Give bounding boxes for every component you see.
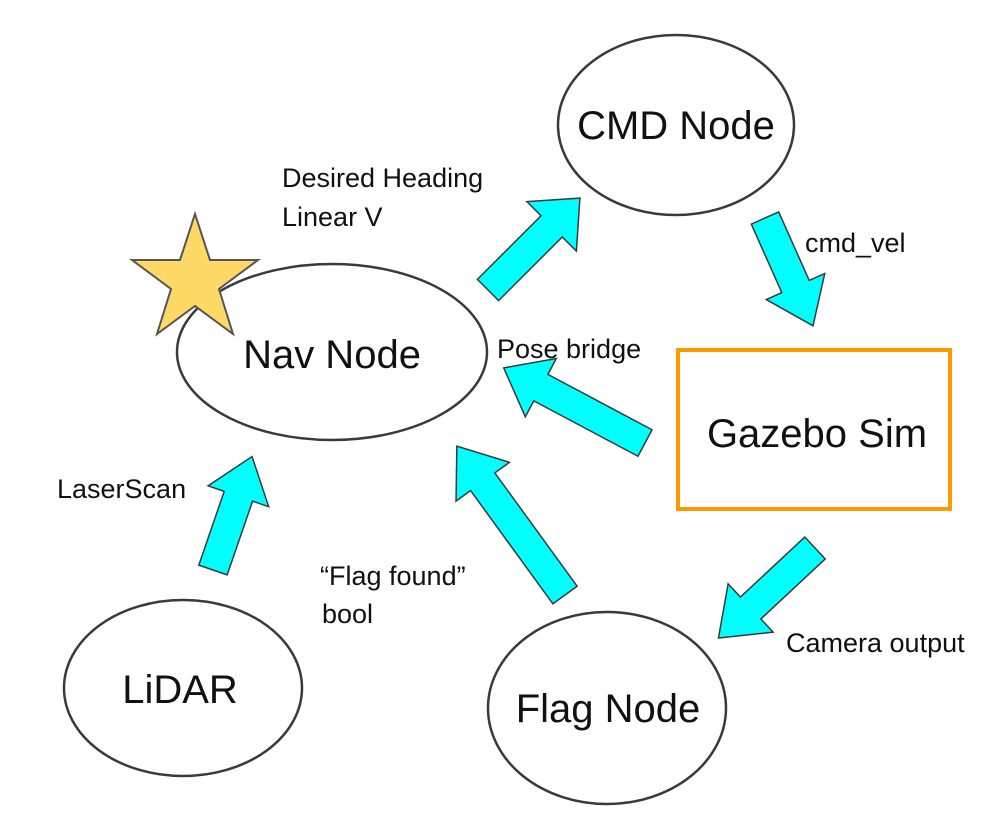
- lidar-node-label: LiDAR: [122, 668, 238, 712]
- edge-label-desired-heading: Desired Heading: [282, 163, 483, 193]
- arrow-flag-to-nav: [455, 445, 579, 605]
- flag-node-label: Flag Node: [516, 687, 701, 731]
- lidar-node-shape: [62, 598, 304, 778]
- edge-label-laserscan: LaserScan: [57, 474, 186, 504]
- edge-label-bool: bool: [322, 599, 373, 629]
- cmd-node-label: CMD Node: [577, 104, 775, 148]
- gazebo-sim-box: [676, 348, 952, 511]
- gazebo-sim-label: Gazebo Sim: [707, 412, 927, 456]
- arrow-cmd-to-gazebo: [750, 210, 826, 327]
- arrow-lidar-to-nav: [197, 455, 270, 576]
- edge-label-flag-found: “Flag found”: [320, 561, 466, 591]
- edge-label-pose-bridge: Pose bridge: [497, 334, 641, 364]
- edge-label-cmd-vel: cmd_vel: [805, 228, 906, 258]
- arrow-gazebo-to-flag: [717, 535, 827, 639]
- arrow-nav-to-cmd: [476, 197, 581, 302]
- flag-node-shape: [486, 610, 728, 806]
- nav-node-label: Nav Node: [243, 333, 421, 377]
- nav-node-shape: [175, 262, 489, 442]
- star-icon: [128, 210, 262, 337]
- edge-label-linear-v: Linear V: [282, 202, 383, 232]
- edge-label-camera-output: Camera output: [786, 628, 965, 658]
- arrow-gazebo-to-nav: [502, 357, 654, 458]
- cmd-node-shape: [556, 33, 796, 217]
